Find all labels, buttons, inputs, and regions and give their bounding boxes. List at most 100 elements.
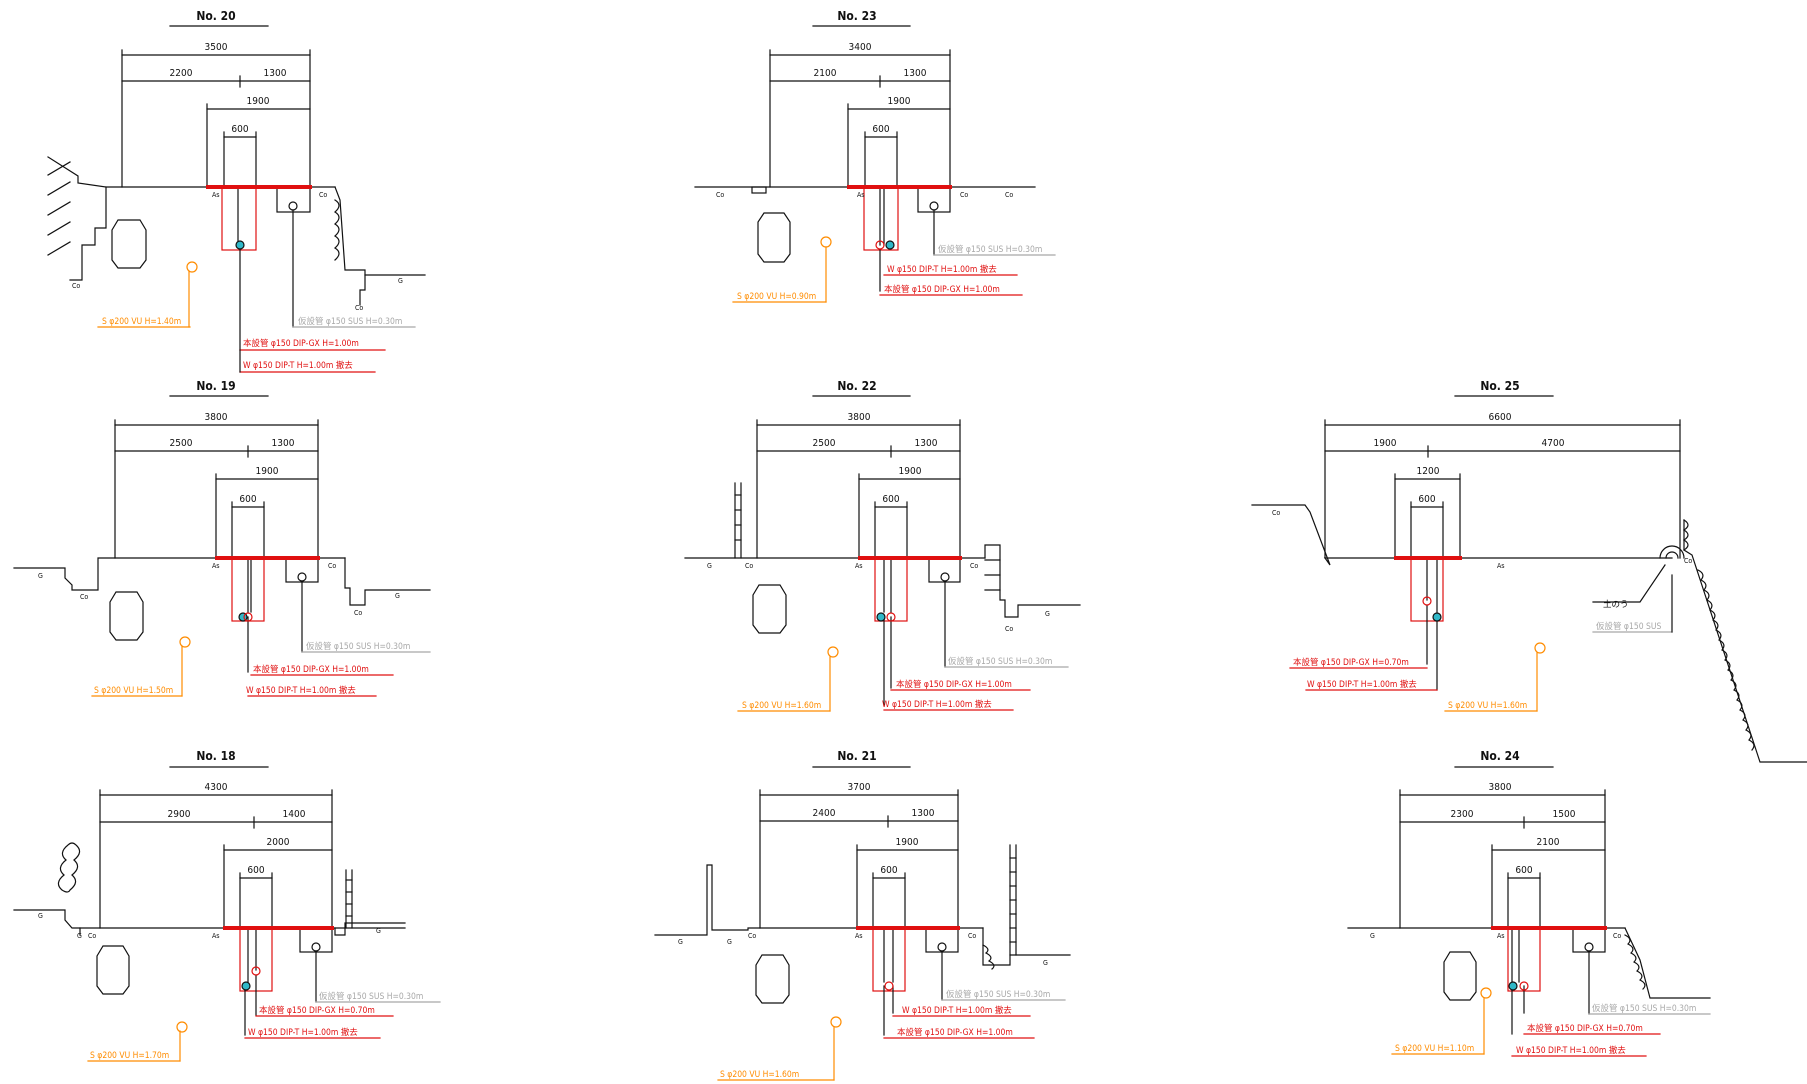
section-title: No. 18 [196,749,235,763]
surface-label: Co [970,562,978,570]
temp-pipe-label: 仮設管 φ150 SUS H=0.30m [938,244,1042,255]
surface-label: Co [748,932,756,940]
dim-total: 3800 [848,412,871,423]
temp-pipe-label: 仮設管 φ150 SUS H=0.30m [1592,1003,1696,1014]
section-title: No. 24 [1480,749,1520,763]
section-no22: No. 22 3800 2500 1300 1900 600 G [684,379,1081,712]
surface-label: Co [80,593,88,601]
new-pipe-label: 本設管 φ150 DIP-GX H=1.00m [884,284,1000,295]
dim-total: 4300 [205,782,228,793]
dim-work-width: 1900 [896,837,919,848]
sewer-pipe-label: S φ200 VU H=1.40m [102,317,181,327]
section-title: No. 22 [837,379,876,393]
surface-label: Co [1005,191,1013,199]
section-title: No. 23 [837,9,876,23]
dim-trench: 600 [231,124,248,135]
dim-left: 2200 [170,68,193,79]
new-pipe-label: 本設管 φ150 DIP-GX H=1.00m [243,338,359,349]
surface-label: G [707,562,712,570]
water-pipe-label: W φ150 DIP-T H=1.00m 撤去 [243,360,353,371]
surface-label: As [855,932,863,940]
dim-total: 3800 [205,412,228,423]
section-no19: No. 19 3800 2500 1300 1900 600 G Co As [13,379,431,697]
water-pipe-label: W φ150 DIP-T H=1.00m 撤去 [246,685,356,696]
temp-pipe-label: 仮設管 φ150 SUS H=0.30m [946,989,1050,1000]
dim-right: 1300 [264,68,287,79]
dim-right: 1500 [1553,809,1576,820]
dim-total: 6600 [1489,412,1512,423]
dim-trench: 600 [239,494,256,505]
dim-left: 2900 [168,809,191,820]
surface-label: As [1497,562,1505,570]
section-title: No. 25 [1480,379,1519,393]
dim-work-width: 1900 [256,466,279,477]
dim-left: 2300 [1451,809,1474,820]
sewer-pipe-label: S φ200 VU H=1.10m [1395,1044,1474,1054]
dim-total: 3800 [1489,782,1512,793]
section-title: No. 20 [196,9,235,23]
surface-label: Co [355,304,363,312]
dim-right: 1300 [912,808,935,819]
temp-pipe-label: 仮設管 φ150 SUS [1596,621,1661,632]
dim-left: 2500 [170,438,193,449]
water-pipe-marker [235,240,245,250]
section-no21: No. 21 3700 2400 1300 1900 600 G G [654,749,1071,1081]
surface-label: Co [319,191,327,199]
surface-label: G [1043,959,1048,967]
dim-work-width: 2000 [267,837,290,848]
section-no18: No. 18 4300 2900 1400 2000 600 G [13,749,441,1062]
water-pipe-label: W φ150 DIP-T H=1.00m 撤去 [902,1005,1012,1016]
sewer-pipe-label: S φ200 VU H=1.60m [720,1070,799,1080]
dim-trench: 600 [1418,494,1435,505]
surface-label: G [38,912,43,920]
dim-right: 4700 [1542,438,1565,449]
water-pipe-label: W φ150 DIP-T H=1.00m 撤去 [1516,1045,1626,1056]
surface-label: Co [1613,932,1621,940]
dim-work-width: 1900 [899,466,922,477]
surface-label: Co [960,191,968,199]
surface-label: As [212,191,220,199]
dim-work-width: 1900 [888,96,911,107]
surface-label: Co [328,562,336,570]
surface-label: G [678,938,683,946]
sewer-pipe-label: S φ200 VU H=1.50m [94,686,173,696]
surface-label: Co [88,932,96,940]
surface-label: Co [1684,557,1692,565]
section-no20: No. 20 3500 2200 1300 1900 600 [47,9,426,373]
new-pipe-label: 本設管 φ150 DIP-GX H=0.70m [1293,657,1409,668]
dim-trench: 600 [882,494,899,505]
surface-label: Co [745,562,753,570]
new-pipe-label: 本設管 φ150 DIP-GX H=1.00m [896,679,1012,690]
surface-label: Co [968,932,976,940]
dim-left: 2400 [813,808,836,819]
surface-label: G [38,572,43,580]
surface-label: As [855,562,863,570]
surface-label: Co [716,191,724,199]
surface-label: As [212,562,220,570]
section-no24: No. 24 3800 2300 1500 2100 600 G As C [1347,749,1711,1057]
surface-label: G [1370,932,1375,940]
temp-pipe-label: 仮設管 φ150 SUS H=0.30m [948,656,1052,667]
dim-left: 2100 [814,68,837,79]
water-pipe-label: W φ150 DIP-T H=1.00m 撤去 [248,1027,358,1038]
dim-left: 2500 [813,438,836,449]
surface-label: G [398,277,403,285]
temp-pipe-label: 仮設管 φ150 SUS H=0.30m [306,641,410,652]
water-pipe-label: W φ150 DIP-T H=1.00m 撤去 [882,699,992,710]
new-pipe-label: 本設管 φ150 DIP-GX H=1.00m [897,1027,1013,1038]
surface-label: G [727,938,732,946]
section-title: No. 21 [837,749,876,763]
new-pipe-label: 本設管 φ150 DIP-GX H=1.00m [253,664,369,675]
surface-label: Co [1272,509,1280,517]
sewer-pipe-label: S φ200 VU H=1.60m [742,701,821,711]
dim-trench: 600 [880,865,897,876]
dim-left: 1900 [1374,438,1397,449]
dim-work-width: 2100 [1537,837,1560,848]
surface-label: Co [72,282,80,290]
dim-trench: 600 [872,124,889,135]
surface-label: As [212,932,220,940]
dim-right: 1300 [272,438,295,449]
sandbag-label: 土のう [1603,599,1629,610]
section-title: No. 19 [196,379,235,393]
